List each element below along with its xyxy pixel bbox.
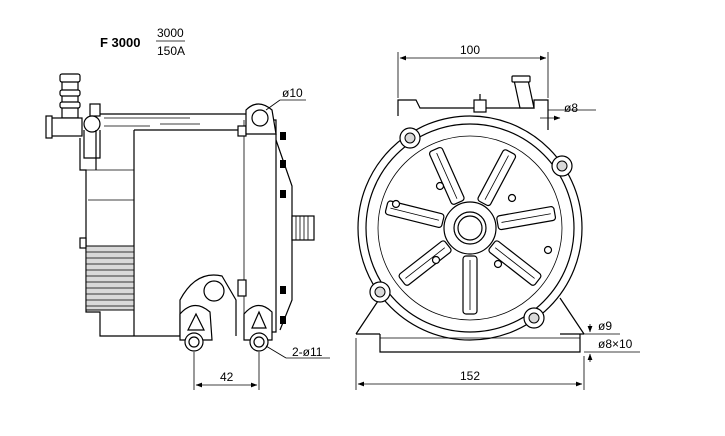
front-view	[355, 75, 585, 353]
base-hole-label: ø9	[598, 319, 612, 333]
model-label: F 3000	[100, 35, 140, 50]
side-view-dimensions: ø10 2-ø11 42	[193, 86, 330, 390]
side-view	[45, 73, 315, 352]
port-label: ø8	[564, 101, 578, 115]
width-top-label: 100	[460, 43, 480, 57]
base-slot-label: ø8×10	[598, 337, 633, 351]
ratio-denominator: 150A	[157, 44, 185, 58]
base-width-label: 152	[460, 369, 480, 383]
hole-spacing-label: 42	[220, 370, 234, 384]
front-view-dimensions: 100 ø8 ø9 ø8×10 152	[355, 43, 640, 390]
hole-top-label: ø10	[282, 86, 303, 100]
ratio-numerator: 3000	[157, 26, 184, 40]
holes-bottom-label: 2-ø11	[292, 345, 323, 359]
